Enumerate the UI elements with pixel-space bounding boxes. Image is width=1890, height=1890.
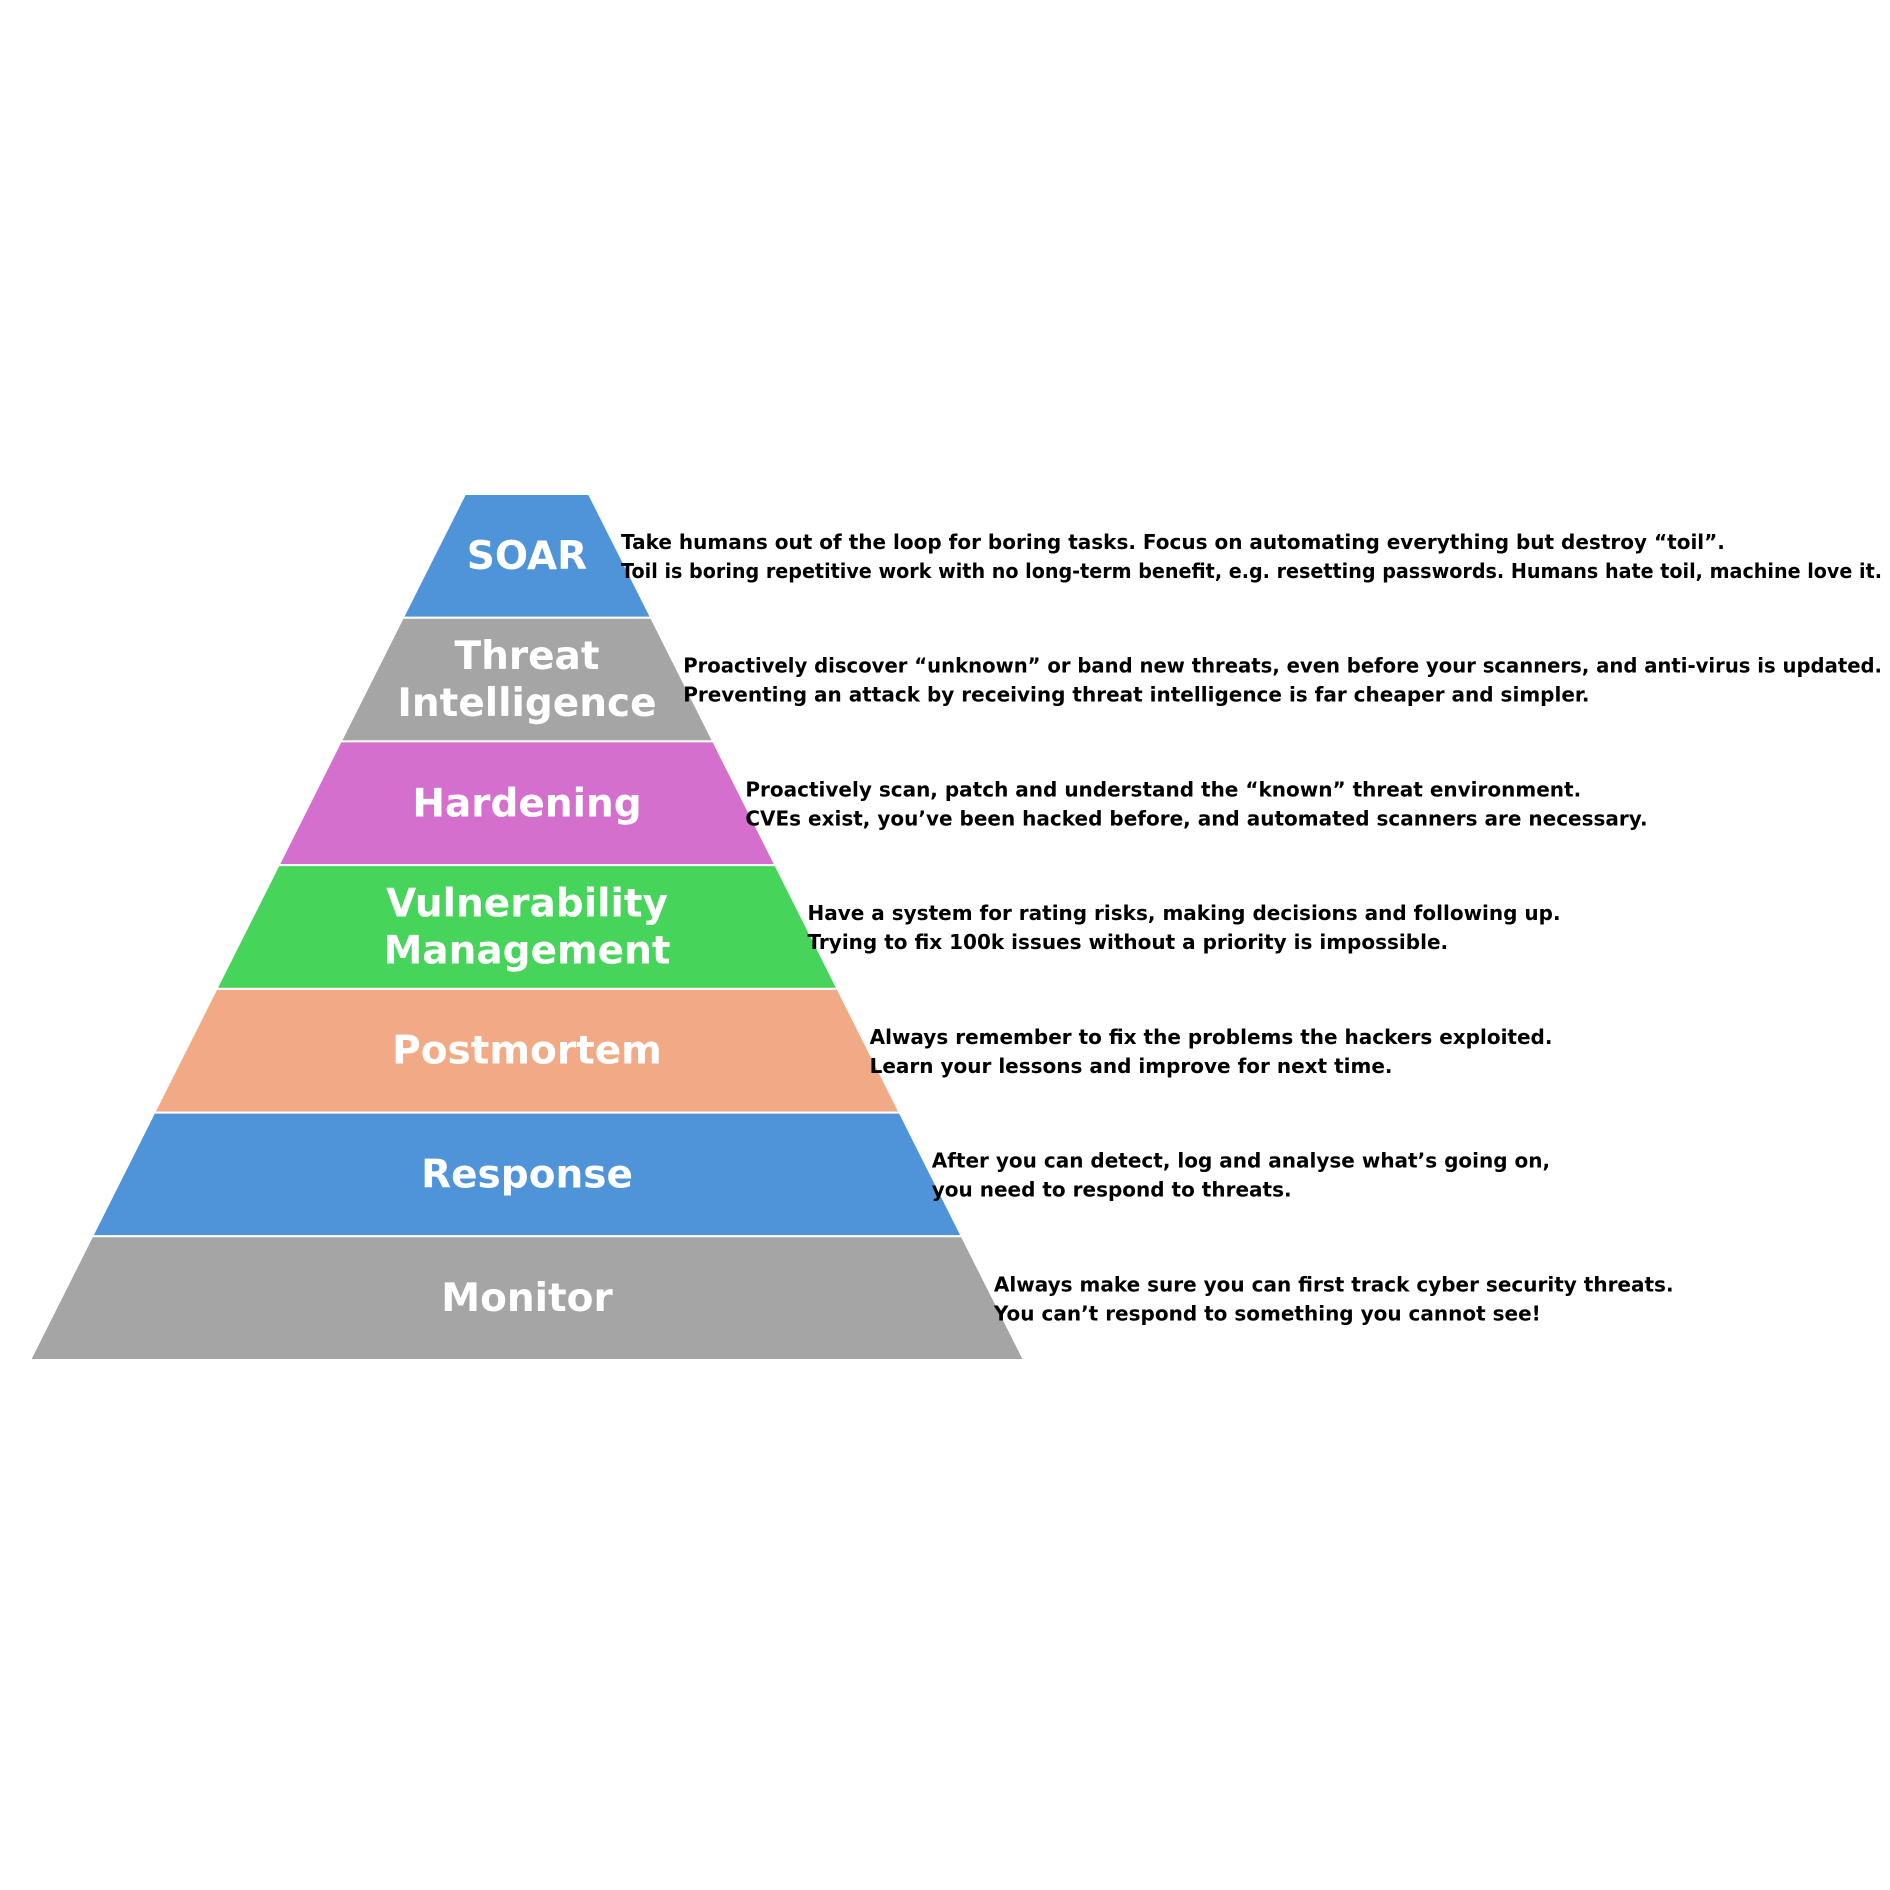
pyramid-layer-shape — [28, 1235, 1026, 1361]
layer-description-line: After you can detect, log and analyse wh… — [932, 1149, 1550, 1173]
layer-label: Response — [421, 1152, 633, 1197]
layer-label: Management — [383, 929, 670, 974]
layer-description-line: Toil is boring repetitive work with no l… — [621, 559, 1882, 583]
pyramid-layer-monitor: Monitor — [28, 1235, 1026, 1361]
layer-label: Vulnerability — [386, 882, 668, 927]
layer-description-vulnerability-management: Have a system for rating risks, making d… — [807, 901, 1560, 954]
layer-description-line: Preventing an attack by receiving threat… — [683, 683, 1589, 707]
layer-description-line: Take humans out of the loop for boring t… — [621, 530, 1725, 554]
layer-label: Postmortem — [392, 1029, 662, 1074]
layer-description-line: Trying to fix 100k issues without a prio… — [807, 930, 1448, 954]
pyramid-layer-response: Response — [90, 1111, 964, 1238]
layer-description-line: Always remember to fix the problems the … — [870, 1025, 1553, 1049]
layer-description-line: Proactively scan, patch and understand t… — [745, 777, 1581, 801]
layer-description-postmortem: Always remember to fix the problems the … — [870, 1025, 1553, 1078]
layer-label: Hardening — [412, 781, 641, 826]
layer-label: SOAR — [467, 534, 587, 579]
pyramid-layers: SOAR ThreatIntelligenceHardeningVulnerabi… — [28, 493, 1026, 1361]
layer-description-monitor: Always make sure you can first track cyb… — [993, 1272, 1674, 1325]
layer-description-threat-intelligence: Proactively discover “unknown” or band n… — [683, 654, 1882, 707]
layer-label: Intelligence — [397, 681, 656, 726]
layer-description-line: Have a system for rating risks, making d… — [807, 901, 1560, 925]
layer-description-line: Proactively discover “unknown” or band n… — [683, 654, 1882, 678]
layer-descriptions: Take humans out of the loop for boring t… — [621, 530, 1882, 1325]
layer-description-soar: Take humans out of the loop for boring t… — [621, 530, 1882, 583]
layer-description-line: Learn your lessons and improve for next … — [870, 1054, 1393, 1078]
layer-label: Monitor — [441, 1276, 613, 1321]
layer-description-hardening: Proactively scan, patch and understand t… — [745, 777, 1647, 830]
layer-description-response: After you can detect, log and analyse wh… — [932, 1149, 1550, 1202]
pyramid-layer-hardening: Hardening — [276, 740, 778, 867]
layer-description-line: CVEs exist, you’ve been hacked before, a… — [745, 806, 1647, 830]
layer-description-line: You can’t respond to something you canno… — [993, 1301, 1541, 1325]
layer-description-line: Always make sure you can first track cyb… — [994, 1272, 1674, 1296]
layer-label: Threat — [454, 634, 599, 679]
layer-description-line: you need to respond to threats. — [932, 1178, 1292, 1202]
pyramid-layer-soar: SOAR — [401, 493, 653, 619]
pyramid-layer-postmortem: Postmortem — [152, 987, 902, 1114]
